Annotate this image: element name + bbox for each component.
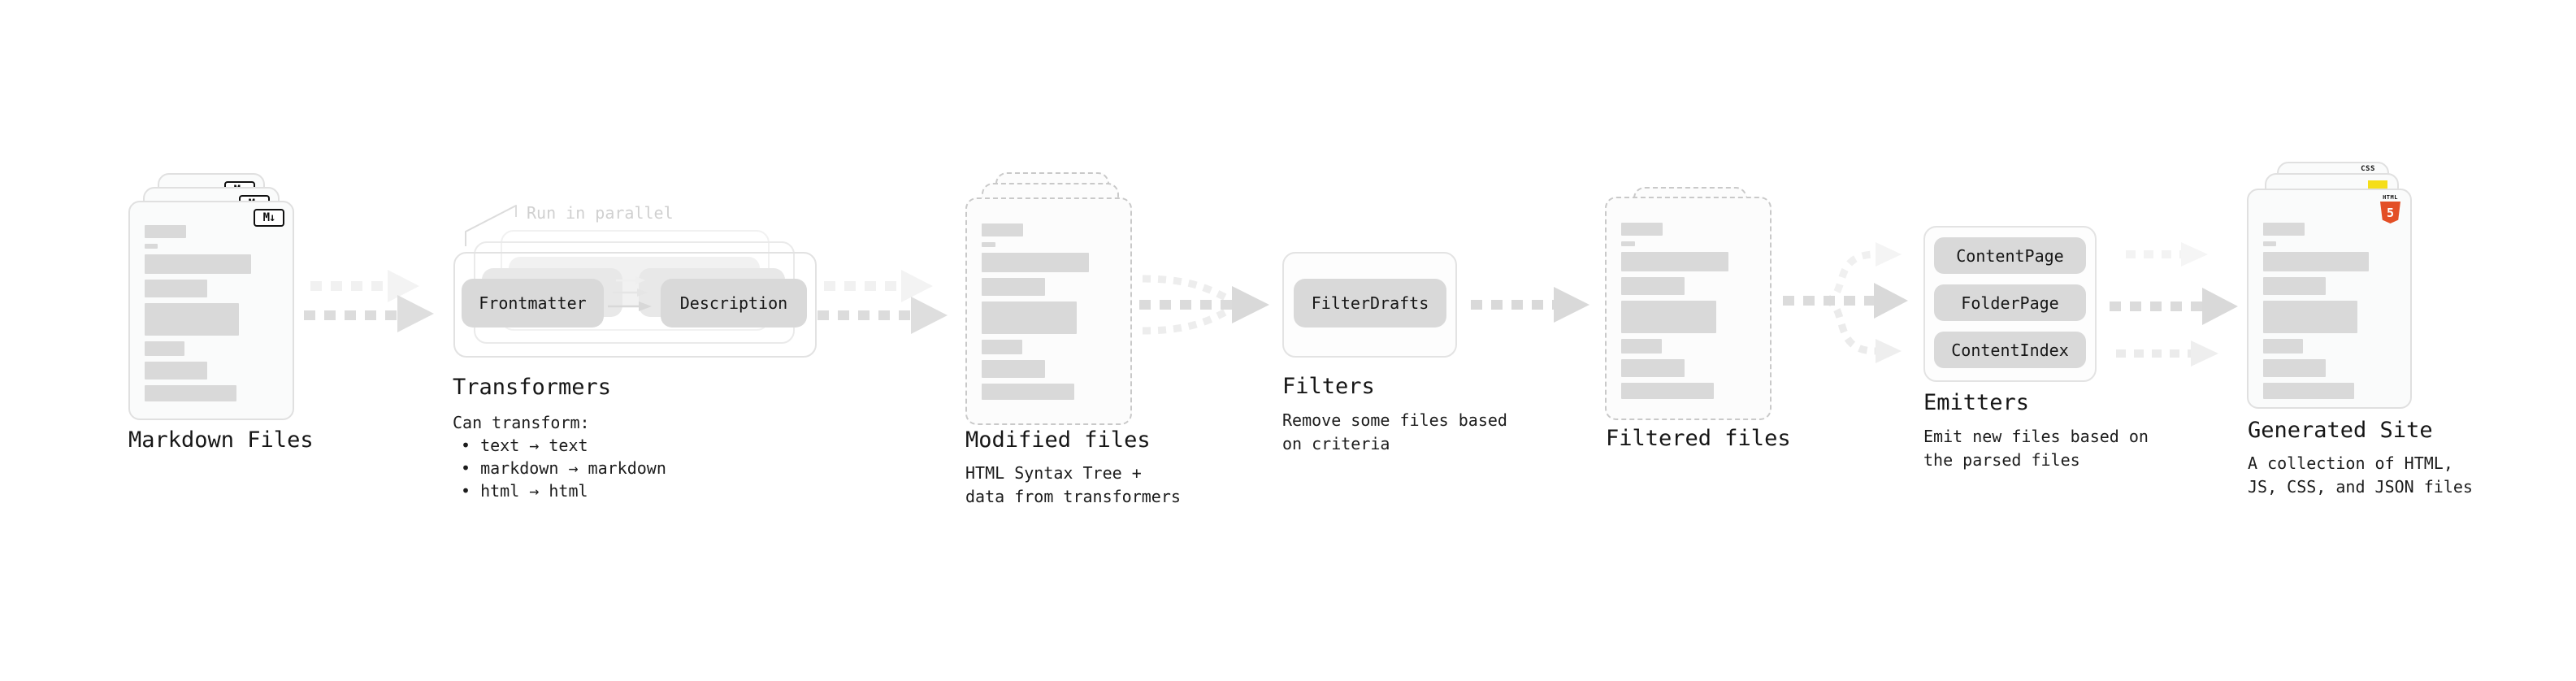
flow-arrow-emitters-to-generated	[2110, 242, 2238, 367]
filters-desc-line: on criteria	[1282, 434, 1390, 453]
run-in-parallel-annotation: Run in parallel	[527, 203, 674, 223]
html5-shield-icon: 5	[2380, 202, 2400, 223]
emitters-desc-line: Emit new files based on	[1923, 427, 2149, 446]
skeleton-bar	[982, 242, 995, 247]
filtered-files-label: Filtered files	[1606, 426, 1791, 451]
skeleton-bar	[145, 254, 252, 274]
skeleton-bar	[982, 340, 1022, 354]
skeleton-bar	[1621, 339, 1662, 354]
emitters-label: Emitters	[1923, 390, 2030, 415]
html5-badge: HTML 5	[2380, 194, 2400, 223]
frontmatter-pill: Frontmatter	[462, 279, 604, 327]
flow-arrow-modified-to-filters	[1139, 275, 1269, 335]
file-content-skeleton	[967, 199, 1130, 421]
generated-desc-line: A collection of HTML,	[2248, 453, 2453, 473]
skeleton-bar	[145, 303, 240, 336]
transformers-description: Can transform: • text → text • markdown …	[453, 411, 666, 502]
skeleton-bar	[2263, 252, 2370, 271]
html5-badge-label: HTML	[2383, 194, 2398, 201]
folderpage-pill: FolderPage	[1934, 284, 2086, 321]
filterdrafts-pill: FilterDrafts	[1294, 279, 1446, 327]
contentpage-pill: ContentPage	[1934, 237, 2086, 274]
skeleton-bar	[2263, 277, 2326, 295]
file-content-skeleton	[130, 202, 293, 423]
skeleton-bar	[1621, 359, 1685, 377]
transformer-layer-front	[453, 252, 817, 358]
markdown-file-card-front: M↓	[128, 201, 294, 420]
flow-arrow-transformers-to-modified	[817, 270, 948, 334]
file-content-skeleton	[2249, 190, 2410, 420]
skeleton-bar	[1621, 301, 1717, 333]
skeleton-bar	[1621, 277, 1685, 295]
flow-arrow-filters-to-filtered	[1471, 287, 1589, 323]
transform-bullet: • text → text	[461, 436, 588, 455]
markdown-icon: M↓	[254, 209, 284, 227]
skeleton-bar	[2263, 223, 2305, 236]
js-badge	[2368, 180, 2387, 189]
skeleton-bar	[982, 223, 1024, 236]
transform-bullet: • html → html	[461, 481, 588, 501]
generated-site-label: Generated Site	[2248, 418, 2433, 443]
skeleton-bar	[982, 360, 1045, 378]
skeleton-bar	[2263, 241, 2277, 246]
modified-desc-line: data from transformers	[965, 487, 1181, 506]
transformers-label: Transformers	[453, 375, 612, 400]
filters-description: Remove some files based on criteria	[1282, 409, 1507, 456]
markdown-files-label: Markdown Files	[128, 427, 314, 453]
skeleton-bar	[2263, 359, 2326, 377]
skeleton-bar	[145, 244, 158, 249]
emitters-description: Emit new files based on the parsed files	[1923, 425, 2149, 472]
skeleton-bar	[1621, 383, 1714, 399]
skeleton-bar	[982, 384, 1074, 400]
description-pill: Description	[661, 279, 807, 327]
filters-label: Filters	[1282, 374, 1375, 399]
filters-desc-line: Remove some files based	[1282, 410, 1507, 430]
skeleton-bar	[982, 253, 1089, 272]
filtered-file-card-front	[1605, 197, 1772, 420]
skeleton-bar	[1621, 252, 1728, 271]
transformers-desc-intro: Can transform:	[453, 413, 590, 432]
skeleton-bar	[145, 341, 185, 356]
file-content-skeleton	[1607, 198, 1770, 420]
flow-arrow-filtered-to-emitters	[1783, 242, 1908, 363]
pill-flow-arrows	[608, 276, 652, 311]
flow-arrow-markdown-to-transformers	[304, 270, 434, 332]
skeleton-bar	[145, 385, 237, 401]
skeleton-bar	[982, 301, 1078, 334]
transform-bullet: • markdown → markdown	[461, 458, 666, 478]
annotation-leader-line	[465, 205, 517, 246]
skeleton-bar	[2263, 339, 2303, 354]
modified-desc-line: HTML Syntax Tree +	[965, 463, 1142, 483]
skeleton-bar	[145, 225, 186, 238]
skeleton-bar	[145, 362, 208, 380]
emitters-desc-line: the parsed files	[1923, 450, 2080, 470]
modified-file-card-front	[965, 197, 1132, 425]
skeleton-bar	[982, 278, 1045, 296]
generated-site-description: A collection of HTML, JS, CSS, and JSON …	[2248, 452, 2473, 499]
contentindex-pill: ContentIndex	[1934, 332, 2086, 368]
css-badge-label: CSS	[2361, 165, 2375, 173]
generated-site-card-front: HTML 5	[2247, 189, 2412, 409]
modified-files-label: Modified files	[965, 427, 1151, 453]
skeleton-bar	[2263, 301, 2357, 333]
skeleton-bar	[1621, 223, 1663, 236]
skeleton-bar	[145, 280, 208, 297]
skeleton-bar	[2263, 383, 2355, 399]
skeleton-bar	[1621, 241, 1635, 246]
generated-desc-line: JS, CSS, and JSON files	[2248, 477, 2473, 497]
modified-files-description: HTML Syntax Tree + data from transformer…	[965, 462, 1181, 509]
